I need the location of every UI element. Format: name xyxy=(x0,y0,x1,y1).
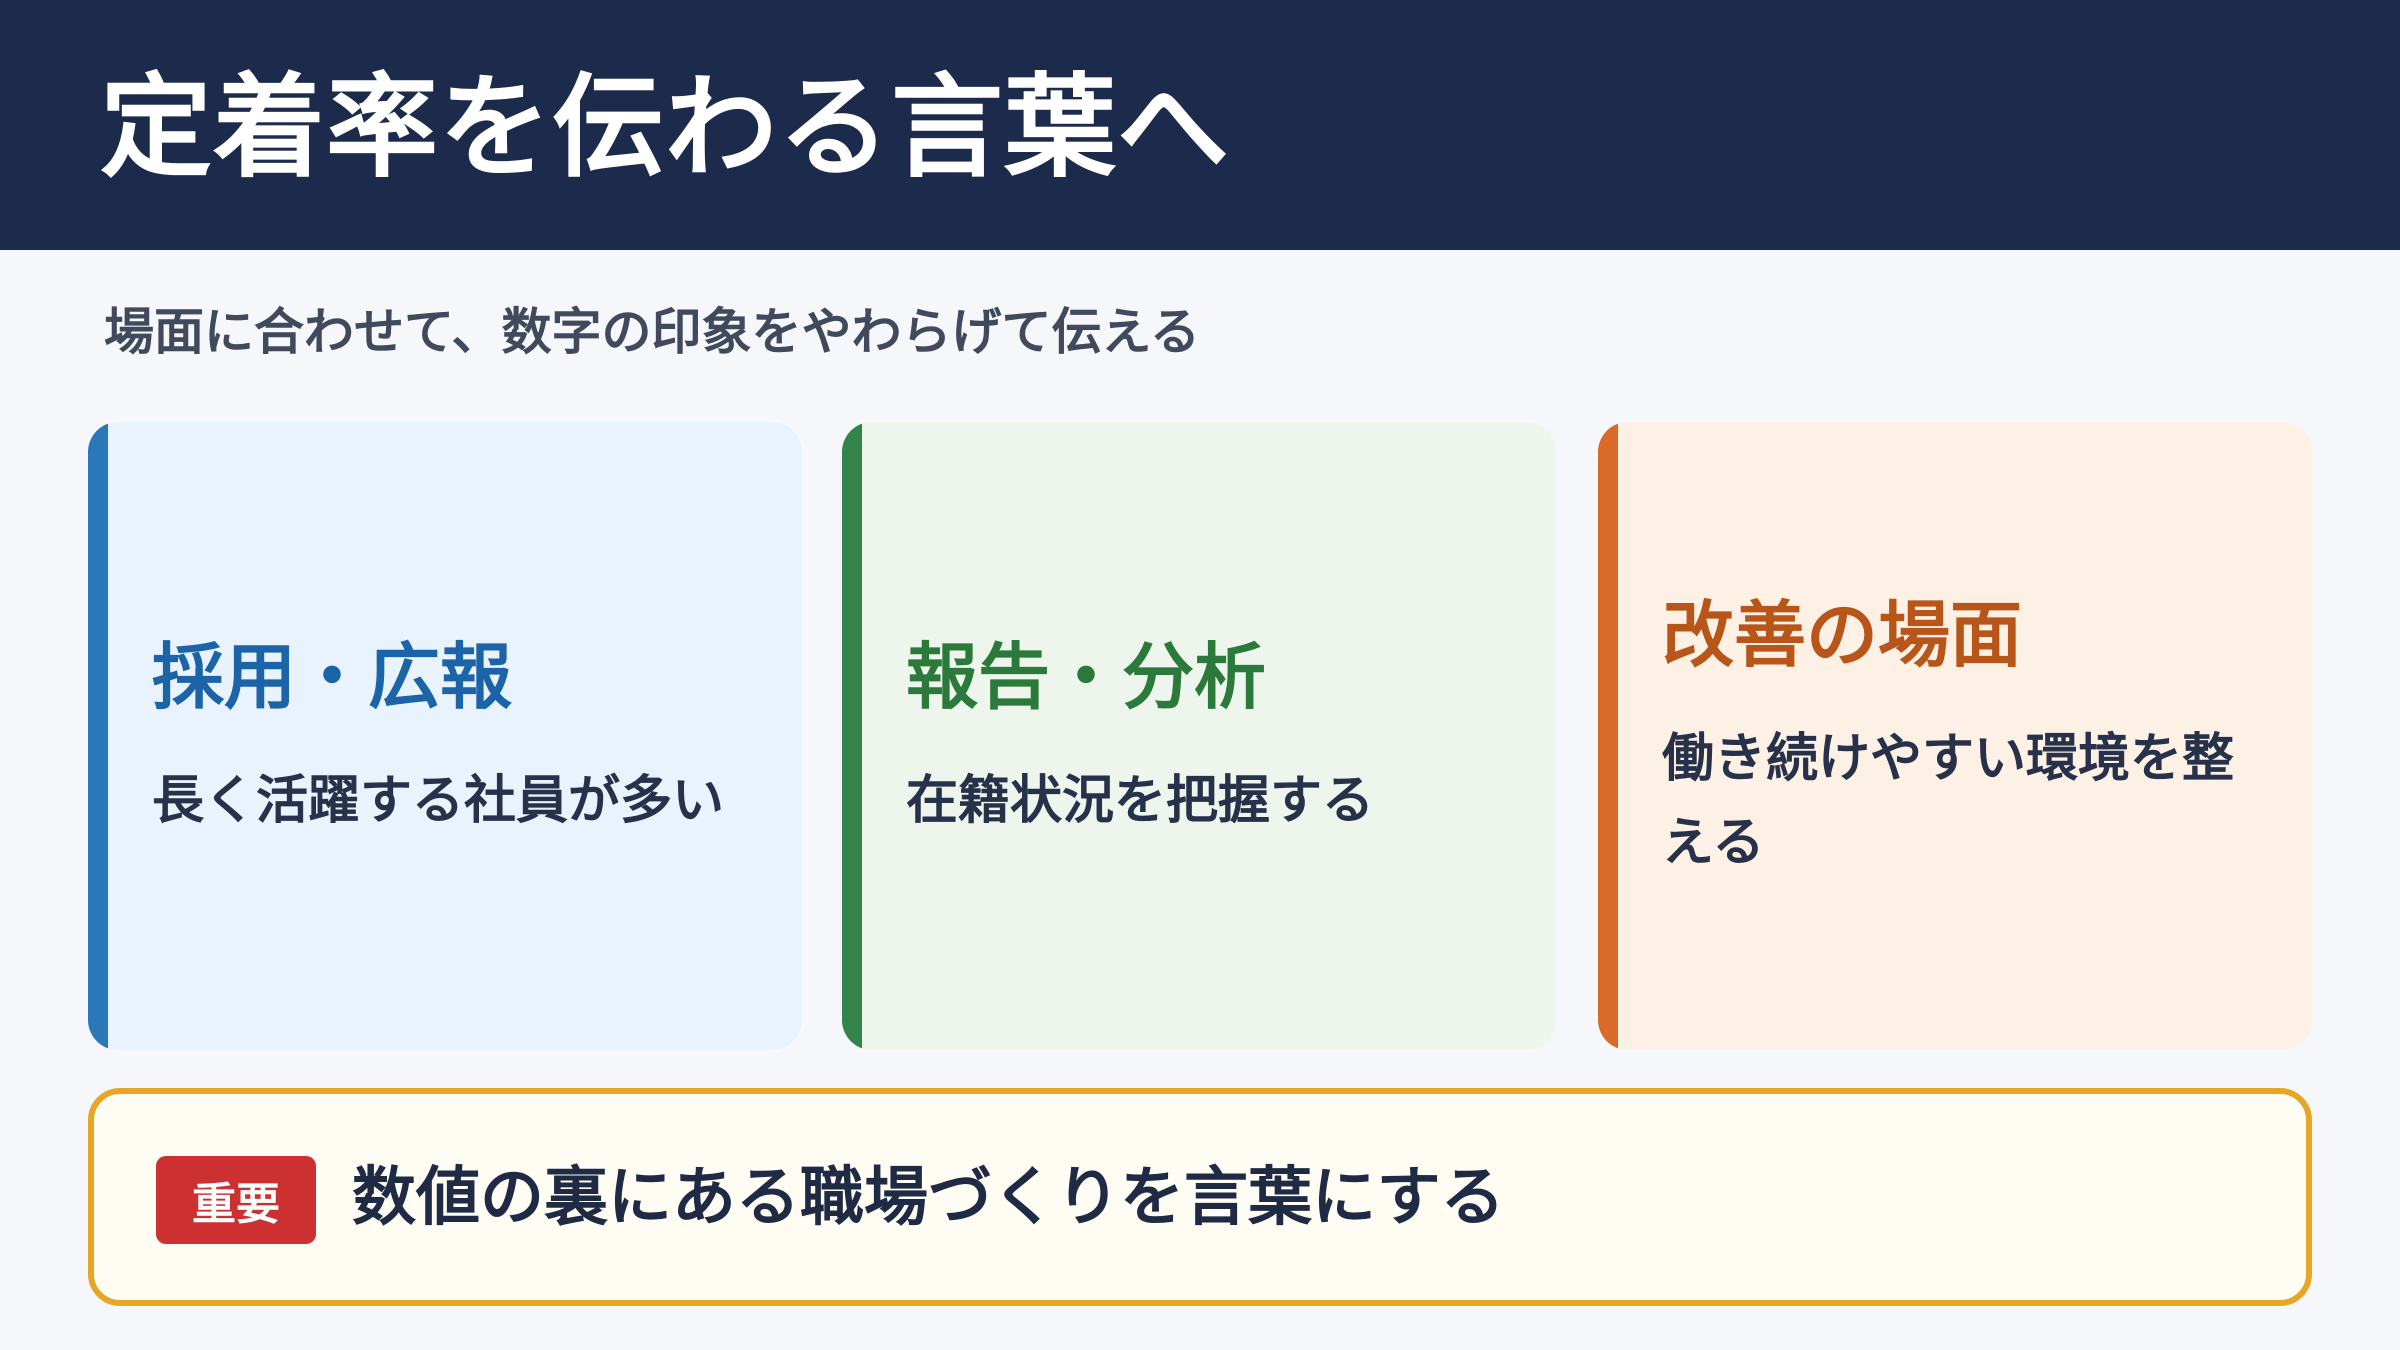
card-accent-bar xyxy=(842,422,862,1050)
card-body: 働き続けやすい環境を整える xyxy=(1662,729,2235,873)
card-body: 長く活躍する社員が多い xyxy=(152,771,725,831)
card-content: 改善の場面 働き続けやすい環境を整える xyxy=(1618,422,2312,1050)
card-report-analysis: 報告・分析 在籍状況を把握する xyxy=(842,422,1556,1050)
card-title: 改善の場面 xyxy=(1662,593,2023,677)
card-recruiting-pr: 採用・広報 長く活躍する社員が多い xyxy=(88,422,802,1050)
card-title: 報告・分析 xyxy=(906,635,1267,719)
card-title: 採用・広報 xyxy=(152,635,513,719)
card-accent-bar xyxy=(88,422,108,1050)
card-content: 採用・広報 長く活躍する社員が多い xyxy=(108,422,802,1050)
callout-text: 数値の裏にある職場づくりを言葉にする xyxy=(352,1161,1505,1235)
page-subtitle: 場面に合わせて、数字の印象をやわらげて伝える xyxy=(104,303,1200,361)
card-content: 報告・分析 在籍状況を把握する xyxy=(862,422,1556,1050)
important-badge: 重要 xyxy=(156,1156,316,1244)
card-body: 在籍状況を把握する xyxy=(906,771,1375,831)
important-callout: 重要 数値の裏にある職場づくりを言葉にする xyxy=(88,1088,2312,1306)
page-title: 定着率を伝わる言葉へ xyxy=(100,63,1230,193)
card-improvement: 改善の場面 働き続けやすい環境を整える xyxy=(1598,422,2312,1050)
header-bar: 定着率を伝わる言葉へ xyxy=(0,0,2400,250)
card-accent-bar xyxy=(1598,422,1618,1050)
